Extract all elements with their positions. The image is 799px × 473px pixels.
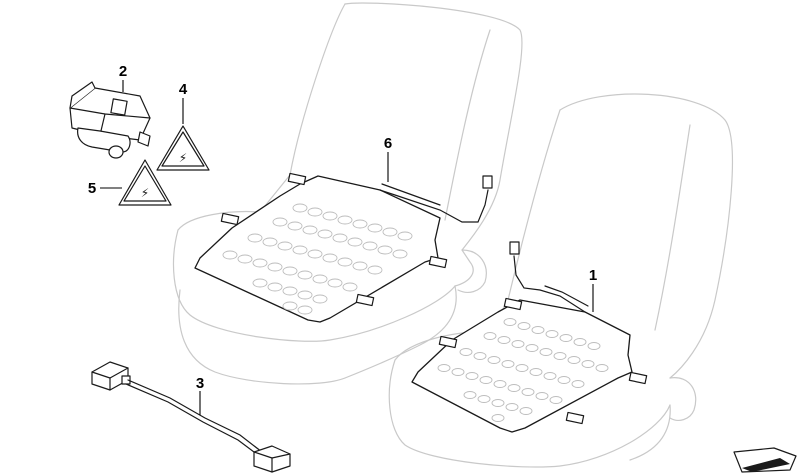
wiring-harness-part-3 (91, 361, 291, 473)
heating-mat-cells-right (437, 318, 609, 422)
callout-2: 2 (119, 63, 127, 80)
diagram-corner-arrow-icon (733, 447, 797, 473)
warning-label-part-5: ⚡ (118, 159, 172, 206)
callout-3: 3 (196, 375, 204, 392)
callout-6: 6 (384, 135, 392, 152)
heating-mat-cells-left (222, 203, 413, 315)
control-module-part-2 (69, 81, 151, 159)
callout-1: 1 (589, 267, 597, 284)
left-seat-outline (172, 2, 523, 385)
callout-5: 5 (88, 180, 96, 197)
callout-4: 4 (179, 81, 188, 98)
connector-part-1 (509, 241, 520, 255)
heating-mat-part-1 (411, 241, 648, 433)
connector-part-6 (482, 175, 493, 189)
right-seat-outline (388, 93, 734, 468)
warning-label-part-4: ⚡ (156, 125, 210, 171)
plug-symbol-icon: ⚡ (179, 151, 187, 165)
heating-mat-part-6 (194, 172, 493, 323)
plug-symbol-icon-2: ⚡ (141, 186, 149, 200)
